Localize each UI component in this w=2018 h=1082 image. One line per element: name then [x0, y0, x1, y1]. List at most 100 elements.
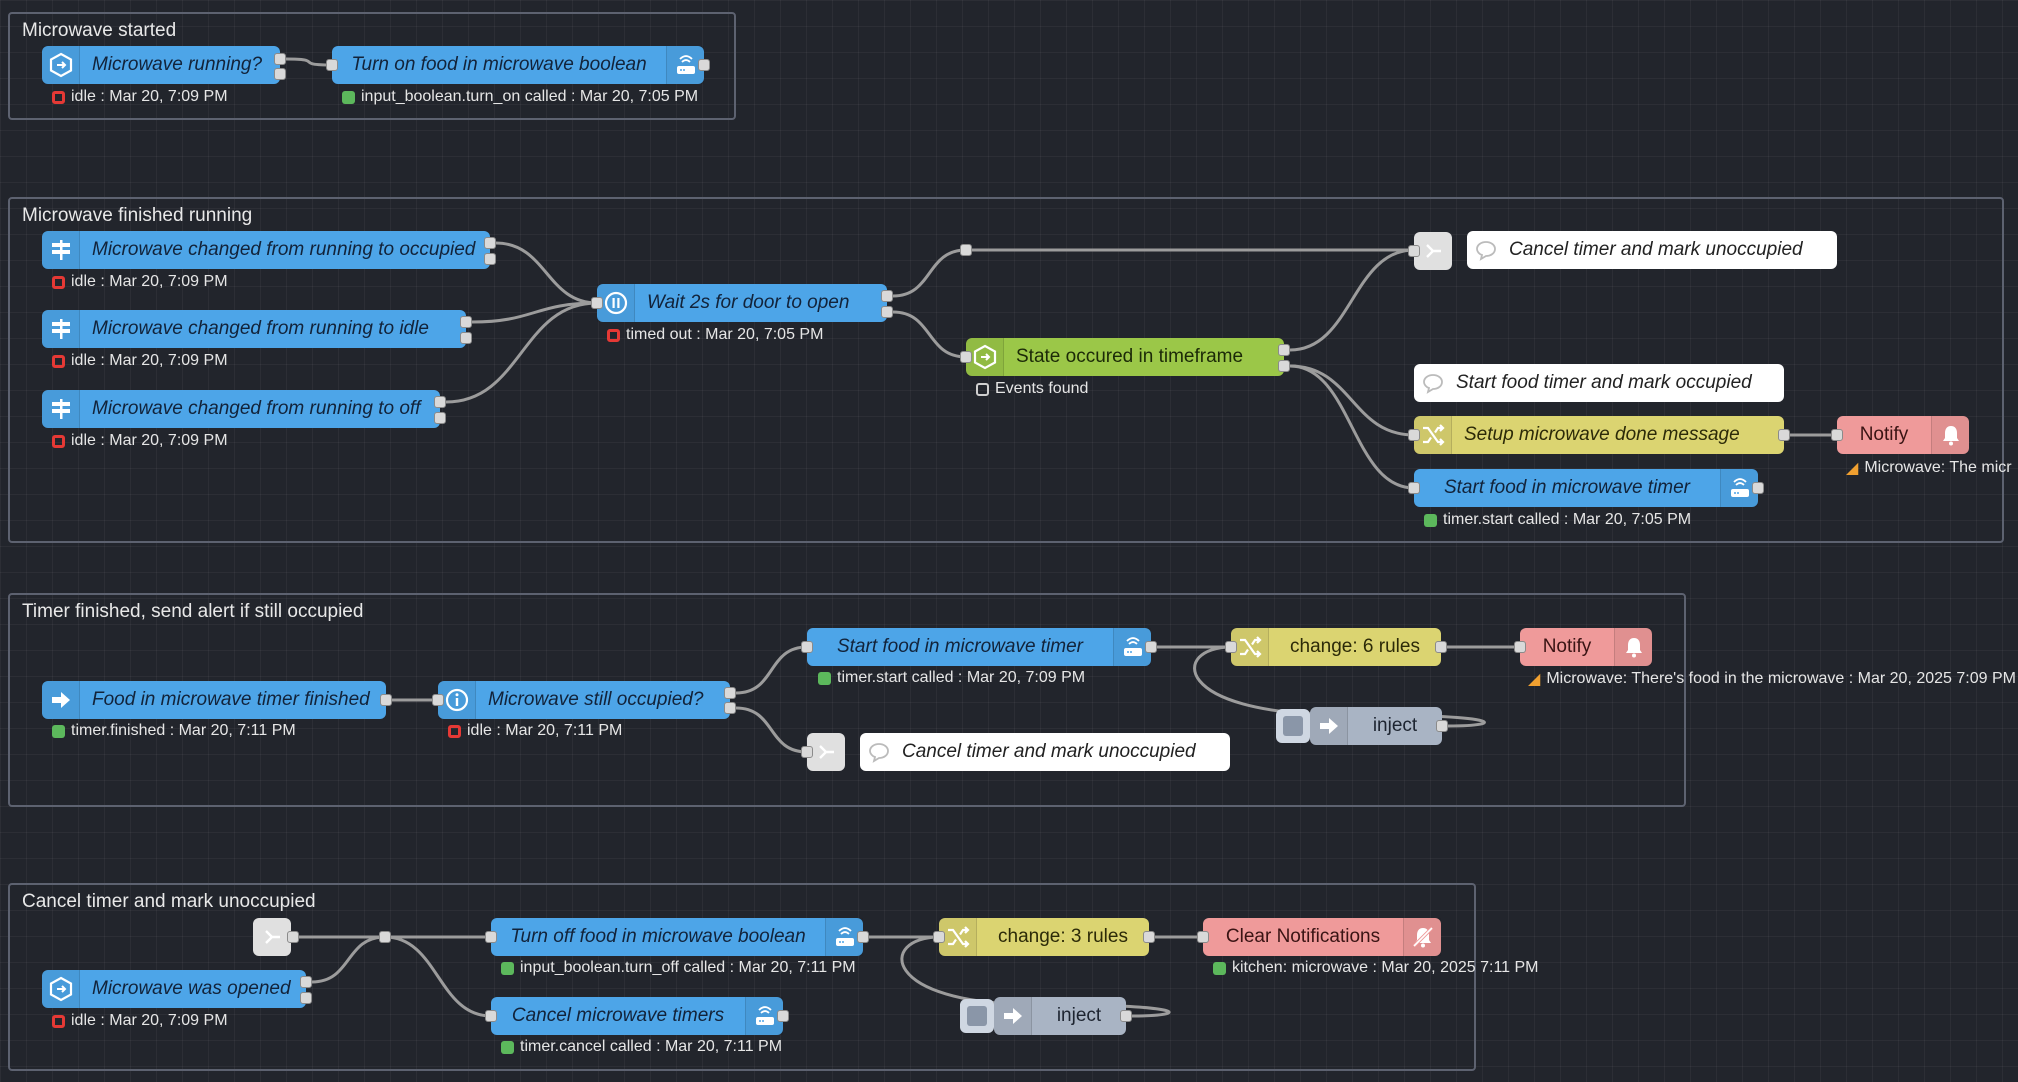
input-port[interactable]	[1408, 429, 1420, 441]
output-port[interactable]	[881, 306, 893, 318]
output-port[interactable]	[1778, 429, 1790, 441]
node-was-opened[interactable]: Microwave was opened	[42, 970, 306, 1008]
node-status: idle : Mar 20, 7:09 PM	[52, 273, 228, 291]
status-text: timed out : Mar 20, 7:05 PM	[626, 326, 824, 343]
input-port[interactable]	[485, 931, 497, 943]
node-turn-off-food[interactable]: Turn off food in microwave boolean	[491, 918, 863, 956]
status-text: Microwave: There's food in the microwave…	[1546, 670, 2016, 687]
input-port[interactable]	[432, 694, 444, 706]
input-port[interactable]	[801, 746, 813, 758]
link-out-node[interactable]	[1414, 232, 1452, 270]
router-icon	[666, 46, 704, 84]
output-port[interactable]	[1752, 482, 1764, 494]
group-microwave-finished[interactable]: Microwave finished running	[8, 197, 2004, 543]
comment-start-timer[interactable]: Start food timer and mark occupied	[1414, 364, 1784, 402]
junction[interactable]	[379, 931, 391, 943]
node-still-occupied[interactable]: Microwave still occupied?	[438, 681, 730, 719]
output-port[interactable]	[1143, 931, 1155, 943]
pizza-icon: ◢	[1528, 671, 1541, 688]
group-timer-finished[interactable]: Timer finished, send alert if still occu…	[8, 593, 1686, 807]
comment-cancel-timer-2[interactable]: Cancel timer and mark unoccupied	[860, 733, 1230, 771]
node-notify-2[interactable]: Notify	[1520, 628, 1652, 666]
output-port[interactable]	[300, 992, 312, 1004]
input-port[interactable]	[1408, 245, 1420, 257]
node-label: Notify	[1542, 636, 1592, 657]
input-port[interactable]	[960, 351, 972, 363]
junction[interactable]	[960, 244, 972, 256]
inject-trigger-button[interactable]	[960, 999, 994, 1033]
input-port[interactable]	[801, 641, 813, 653]
output-port[interactable]	[434, 396, 446, 408]
comment-cancel-timer[interactable]: Cancel timer and mark unoccupied	[1467, 231, 1837, 269]
input-port[interactable]	[1831, 429, 1843, 441]
node-changed-off[interactable]: Microwave changed from running to off	[42, 390, 440, 428]
node-start-timer-2[interactable]: Start food in microwave timer	[807, 628, 1151, 666]
group-title: Timer finished, send alert if still occu…	[22, 601, 364, 622]
output-port[interactable]	[724, 687, 736, 699]
bell-off-icon	[1403, 918, 1441, 956]
output-port[interactable]	[724, 702, 736, 714]
node-changed-occupied[interactable]: Microwave changed from running to occupi…	[42, 231, 490, 269]
inject-trigger-button[interactable]	[1276, 709, 1310, 743]
node-label: Start food timer and mark occupied	[1456, 372, 1752, 393]
node-microwave-running[interactable]: Microwave running?	[42, 46, 280, 84]
input-port[interactable]	[1225, 641, 1237, 653]
node-timer-finished[interactable]: Food in microwave timer finished	[42, 681, 386, 719]
status-dot	[52, 434, 65, 448]
output-port[interactable]	[1145, 641, 1157, 653]
info-icon	[438, 681, 476, 719]
output-port[interactable]	[460, 316, 472, 328]
node-clear-notifications[interactable]: Clear Notifications	[1203, 918, 1441, 956]
node-change-3[interactable]: change: 3 rules	[939, 918, 1149, 956]
input-port[interactable]	[1408, 482, 1420, 494]
node-status: input_boolean.turn_off called : Mar 20, …	[501, 959, 856, 977]
output-port[interactable]	[460, 332, 472, 344]
group-microwave-started[interactable]: Microwave started	[8, 12, 736, 120]
status-text: timer.start called : Mar 20, 7:05 PM	[1443, 511, 1692, 528]
node-changed-idle[interactable]: Microwave changed from running to idle	[42, 310, 466, 348]
node-status: idle : Mar 20, 7:09 PM	[52, 88, 228, 106]
link-out-node[interactable]	[807, 733, 845, 771]
node-change-6[interactable]: change: 6 rules	[1231, 628, 1441, 666]
arrow-right-icon	[42, 681, 80, 719]
output-port[interactable]	[698, 59, 710, 71]
node-setup-message[interactable]: Setup microwave done message	[1414, 416, 1784, 454]
output-port[interactable]	[484, 237, 496, 249]
output-port[interactable]	[434, 412, 446, 424]
node-wait-door[interactable]: Wait 2s for door to open	[597, 284, 887, 322]
node-inject-2[interactable]: inject	[994, 997, 1126, 1035]
output-port[interactable]	[274, 68, 286, 80]
output-port[interactable]	[1435, 641, 1447, 653]
output-port[interactable]	[1120, 1010, 1132, 1022]
output-port[interactable]	[1278, 344, 1290, 356]
output-port[interactable]	[484, 253, 496, 265]
node-label: Microwave changed from running to off	[92, 398, 421, 419]
group-cancel-timer[interactable]: Cancel timer and mark unoccupied	[8, 883, 1476, 1071]
group-title: Microwave finished running	[22, 205, 253, 226]
status-text: idle : Mar 20, 7:11 PM	[467, 722, 623, 739]
output-port[interactable]	[274, 53, 286, 65]
input-port[interactable]	[591, 297, 603, 309]
output-port[interactable]	[857, 931, 869, 943]
node-cancel-timers[interactable]: Cancel microwave timers	[491, 997, 783, 1035]
input-port[interactable]	[1197, 931, 1209, 943]
output-port[interactable]	[777, 1010, 789, 1022]
link-in-node[interactable]	[253, 918, 291, 956]
input-port[interactable]	[1514, 641, 1526, 653]
node-notify[interactable]: Notify	[1837, 416, 1969, 454]
node-inject[interactable]: inject	[1310, 707, 1442, 745]
node-start-timer[interactable]: Start food in microwave timer	[1414, 469, 1758, 507]
input-port[interactable]	[485, 1010, 497, 1022]
node-state-occured[interactable]: State occured in timeframe	[966, 338, 1284, 376]
node-status: ◢Microwave: The micr	[1846, 458, 2012, 478]
output-port[interactable]	[287, 931, 299, 943]
output-port[interactable]	[1436, 720, 1448, 732]
output-port[interactable]	[1278, 360, 1290, 372]
output-port[interactable]	[881, 290, 893, 302]
node-status: input_boolean.turn_on called : Mar 20, 7…	[342, 88, 698, 106]
input-port[interactable]	[326, 59, 338, 71]
output-port[interactable]	[300, 976, 312, 988]
node-turn-on-food[interactable]: Turn on food in microwave boolean	[332, 46, 704, 84]
output-port[interactable]	[380, 694, 392, 706]
input-port[interactable]	[933, 931, 945, 943]
